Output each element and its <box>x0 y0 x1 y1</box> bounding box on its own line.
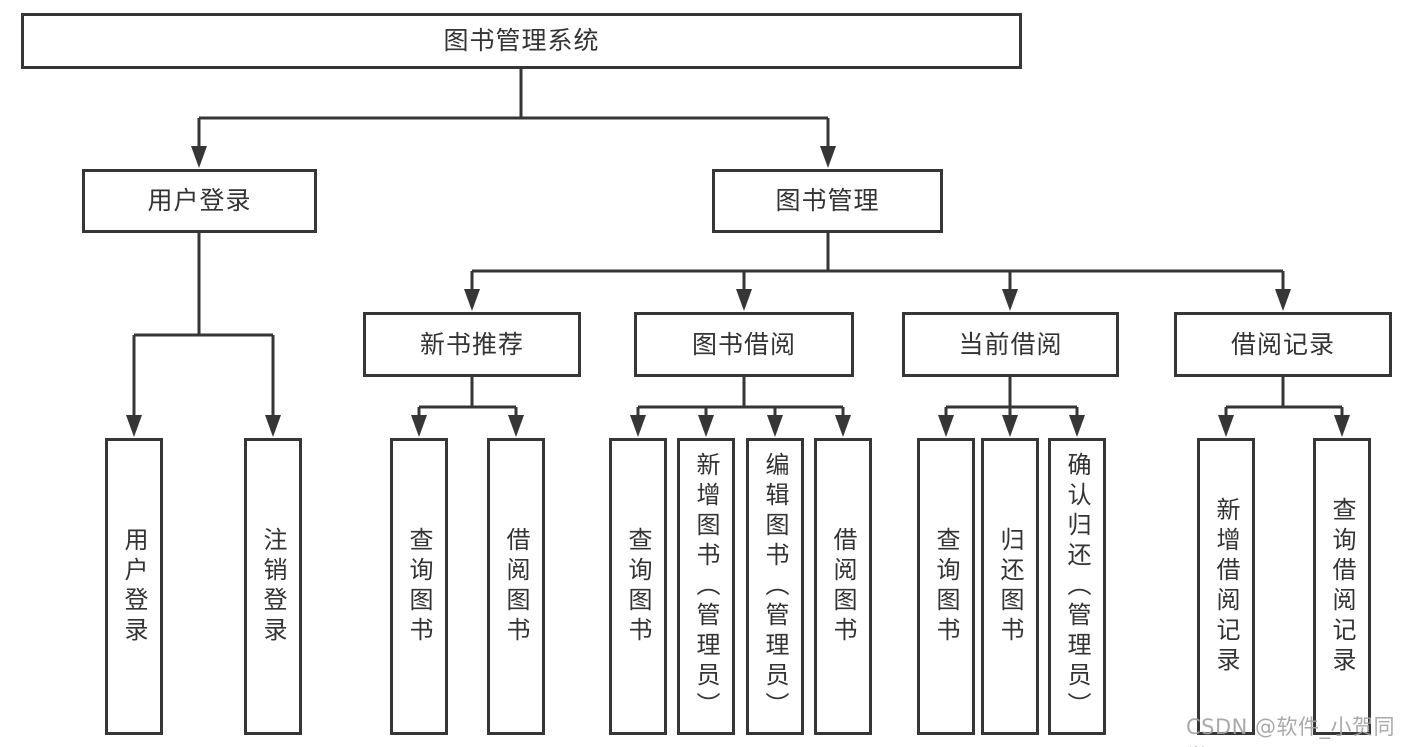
node-borrow-records: 借阅记录 <box>1174 312 1392 377</box>
leaf-borrow-books-2: 借阅图书 <box>814 438 872 735</box>
leaf-confirm-return-admin: 确认归还（管理员） <box>1048 438 1106 735</box>
leaf-user-login: 用户登录 <box>105 438 163 735</box>
leaf-query-borrow-record: 查询借阅记录 <box>1313 438 1371 735</box>
leaf-logout: 注销登录 <box>244 438 302 735</box>
node-current-borrow: 当前借阅 <box>902 312 1119 377</box>
leaf-query-books-2: 查询图书 <box>609 438 667 735</box>
node-root: 图书管理系统 <box>21 13 1022 69</box>
leaf-add-books-admin: 新增图书（管理员） <box>677 438 735 735</box>
leaf-add-borrow-record: 新增借阅记录 <box>1197 438 1255 735</box>
node-book-borrow: 图书借阅 <box>634 312 854 377</box>
node-new-book-recommend: 新书推荐 <box>363 312 581 377</box>
watermark: CSDN @软件_小贺同学 <box>1186 715 1396 747</box>
leaf-edit-books-admin: 编辑图书（管理员） <box>746 438 804 735</box>
node-user-login-branch: 用户登录 <box>82 169 317 233</box>
leaf-query-books-3: 查询图书 <box>917 438 975 735</box>
leaf-query-books-1: 查询图书 <box>390 438 448 735</box>
node-book-management: 图书管理 <box>712 169 943 233</box>
leaf-return-books: 归还图书 <box>981 438 1039 735</box>
leaf-borrow-books-1: 借阅图书 <box>487 438 545 735</box>
